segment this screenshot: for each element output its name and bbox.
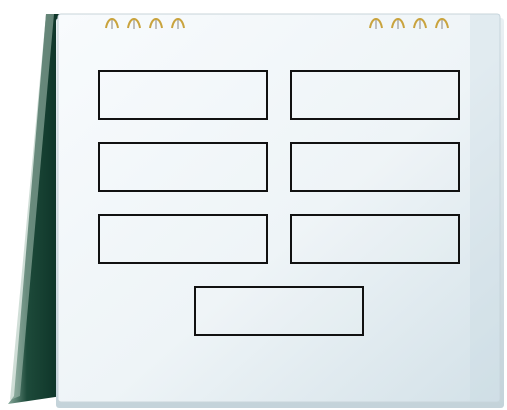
spiral-binding-icon <box>366 10 462 32</box>
blank-box-row3-right <box>290 214 460 264</box>
blank-box-row1-left <box>98 70 268 120</box>
blank-box-row2-left <box>98 142 268 192</box>
blank-box-row3-left <box>98 214 268 264</box>
calendar-page-shade <box>470 14 500 402</box>
blank-box-row4-center <box>194 286 364 336</box>
blank-box-row2-right <box>290 142 460 192</box>
spiral-binding-icon <box>102 10 198 32</box>
blank-box-row1-right <box>290 70 460 120</box>
